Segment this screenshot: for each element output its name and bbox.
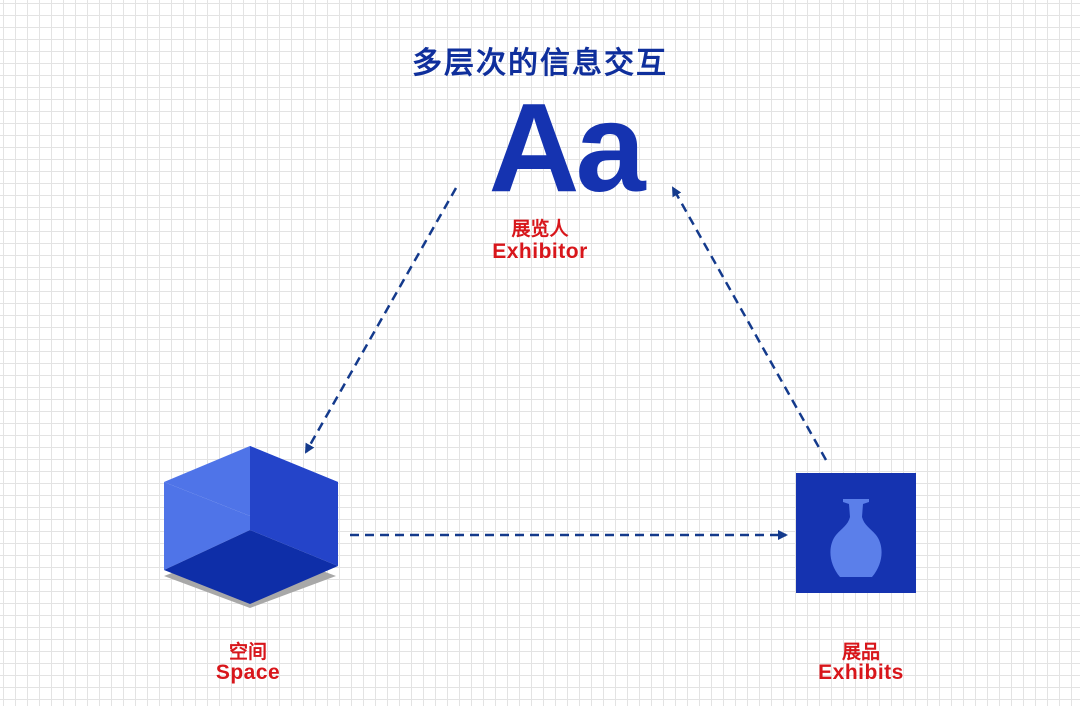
flow-arrow-exhibitor-to-space [304,187,458,454]
exhibitor-symbol: Aa [488,77,645,218]
cube-face-left [164,482,250,570]
exhibits-label-cn: 展品 [841,641,880,663]
cube-face-bottom [164,530,338,604]
flow-arrow-exhibits-to-exhibitor [671,186,828,461]
exhibitor-label-cn: 展览人 [511,218,569,240]
exhibitor-label-en: Exhibitor [492,240,588,263]
vase-icon [796,473,916,593]
cube-face-right [250,446,338,566]
cube-icon [164,446,338,608]
space-label-en: Space [215,661,281,684]
space-label-cn: 空间 [228,641,267,663]
diagram-title: 多层次的信息交互 [412,46,668,81]
exhibits-label-en: Exhibits [818,661,904,684]
vase-shape [830,499,882,577]
exhibits-node [796,473,916,593]
space-node [150,440,350,625]
